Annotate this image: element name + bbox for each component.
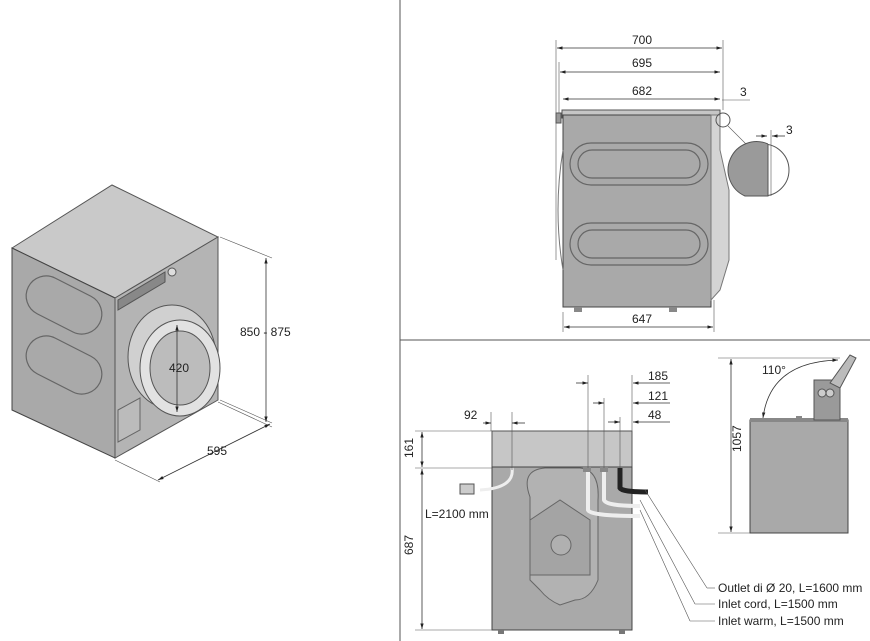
cabinet (749, 419, 849, 534)
offset-3-top-label: 3 (740, 85, 747, 99)
program-knob (167, 267, 177, 277)
depth-700-label: 700 (632, 33, 652, 47)
open-height-label: 1057 (730, 425, 744, 452)
height-label: 850 - 875 (240, 325, 291, 339)
depth-682-label: 682 (632, 84, 652, 98)
control-panel (117, 271, 166, 311)
top-height-label: 161 (402, 438, 416, 458)
width-label: 595 (207, 444, 227, 458)
power-cord-label: L=2100 mm (425, 507, 489, 521)
door-glass (149, 330, 211, 406)
feet-spacing-label: 647 (632, 312, 652, 326)
lid-angle-label: 110° (762, 363, 786, 377)
callout-outlet: Outlet di Ø 20, L=1600 mm (718, 581, 862, 595)
rear-view: 92 185 121 48 161 687 L=2100 mm Outlet d… (402, 369, 862, 634)
power-plug-icon (459, 483, 475, 495)
service-flap (117, 397, 141, 443)
offset-185-label: 185 (648, 369, 668, 383)
callout-inlet-cord: Inlet cord, L=1500 mm (718, 597, 838, 611)
offset-121-label: 121 (648, 389, 668, 403)
offset-48-label: 48 (648, 408, 662, 422)
connection-height-label: 687 (402, 535, 416, 555)
side-view: 700 695 682 3 647 3 (555, 33, 793, 332)
door-diameter-label: 420 (169, 361, 189, 375)
side-panel (562, 114, 712, 308)
callout-inlet-warm: Inlet warm, L=1500 mm (718, 614, 844, 628)
offset-3-detail-label: 3 (786, 123, 793, 137)
isometric-view: 420 850 - 875 595 (10, 184, 291, 483)
lid-open-view: 1057 110° (718, 354, 857, 534)
power-offset-label: 92 (464, 408, 478, 422)
depth-695-label: 695 (632, 56, 652, 70)
